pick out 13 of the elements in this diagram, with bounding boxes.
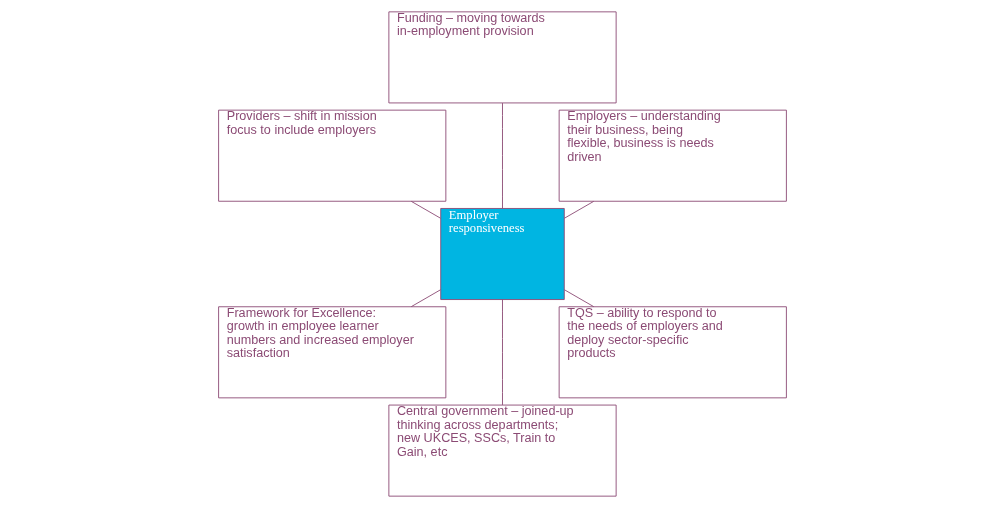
node-box: Employers – understanding their business, being flexible, business is needs driven [558, 109, 787, 202]
connector [501, 102, 503, 209]
connector [410, 200, 441, 219]
node-box: Providers – shift in mission focus to include employers [217, 109, 446, 202]
node-box: TQS – ability to respond to the needs of employers and deploy sector-specific products [558, 306, 787, 399]
node-box: Employer responsiveness [439, 208, 565, 300]
node-box: Funding – moving towards in-employment provision [387, 11, 617, 104]
connector [410, 289, 441, 308]
connector [563, 289, 594, 308]
connector [501, 299, 503, 406]
connector [563, 200, 594, 219]
node-box: Framework for Excellence: growth in employee learner numbers and increased employer satisfaction [217, 306, 446, 399]
node-box: Central government – joined-up thinking across departments; new UKCES, SSCs, Train to Gain, etc [387, 404, 617, 497]
